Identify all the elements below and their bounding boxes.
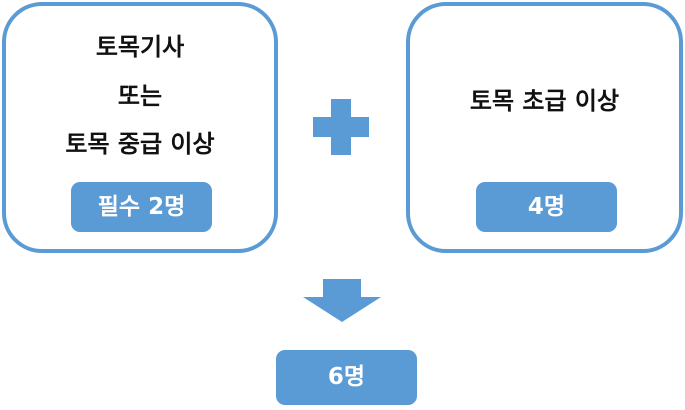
left-count-badge: 필수 2명 — [71, 182, 212, 232]
right-requirement-box: 토목 초급 이상 4명 — [406, 2, 683, 253]
left-line-1: 토목기사 — [95, 33, 185, 61]
left-line-3: 토목 중급 이상 — [65, 130, 215, 158]
left-line-2: 또는 — [117, 82, 163, 110]
plus-icon — [313, 99, 369, 155]
right-line-1: 토목 초급 이상 — [469, 87, 620, 115]
left-requirement-box: 토목기사 또는 토목 중급 이상 필수 2명 — [2, 2, 278, 253]
down-arrow-icon — [303, 279, 381, 322]
right-count-badge: 4명 — [476, 182, 617, 232]
total-count-badge: 6명 — [276, 350, 417, 405]
